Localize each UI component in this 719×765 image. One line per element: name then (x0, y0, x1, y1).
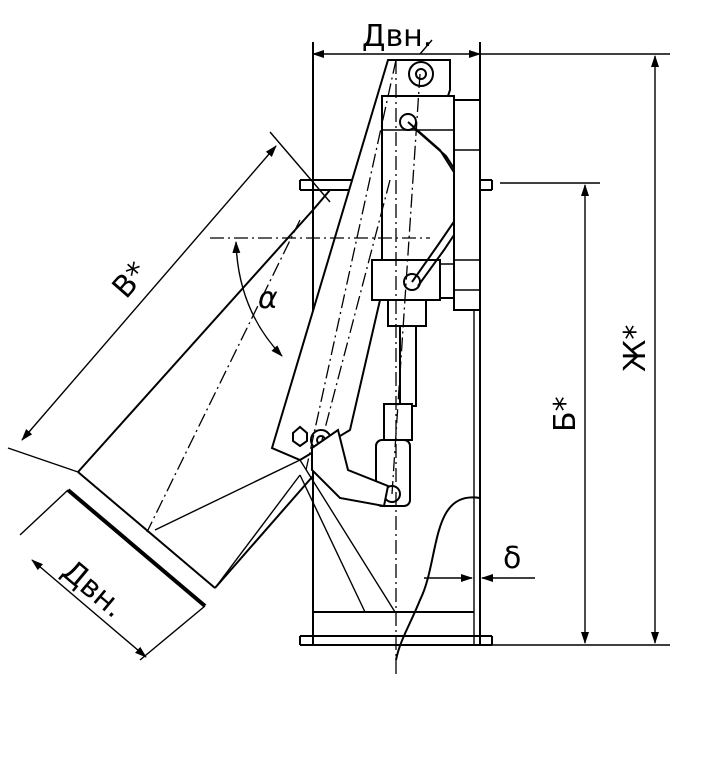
dimension-d-top (312, 39, 481, 60)
hinge-lever (292, 425, 390, 508)
label-delta: δ (503, 541, 521, 576)
label-d-bottom: Двн. (55, 553, 131, 625)
label-zh: Ж* (618, 325, 653, 372)
dimension-d-bottom (19, 489, 206, 661)
label-b: Б* (548, 396, 583, 432)
label-v: В* (106, 255, 156, 305)
angle-alpha-arc (232, 241, 283, 357)
label-d-top: Двн. (362, 19, 432, 54)
dimension-zh (480, 53, 670, 646)
dimension-b (500, 182, 600, 644)
label-angle: α (258, 281, 278, 316)
section-break-line (395, 496, 481, 661)
dimension-v (7, 131, 331, 473)
side-bracket (453, 99, 481, 311)
